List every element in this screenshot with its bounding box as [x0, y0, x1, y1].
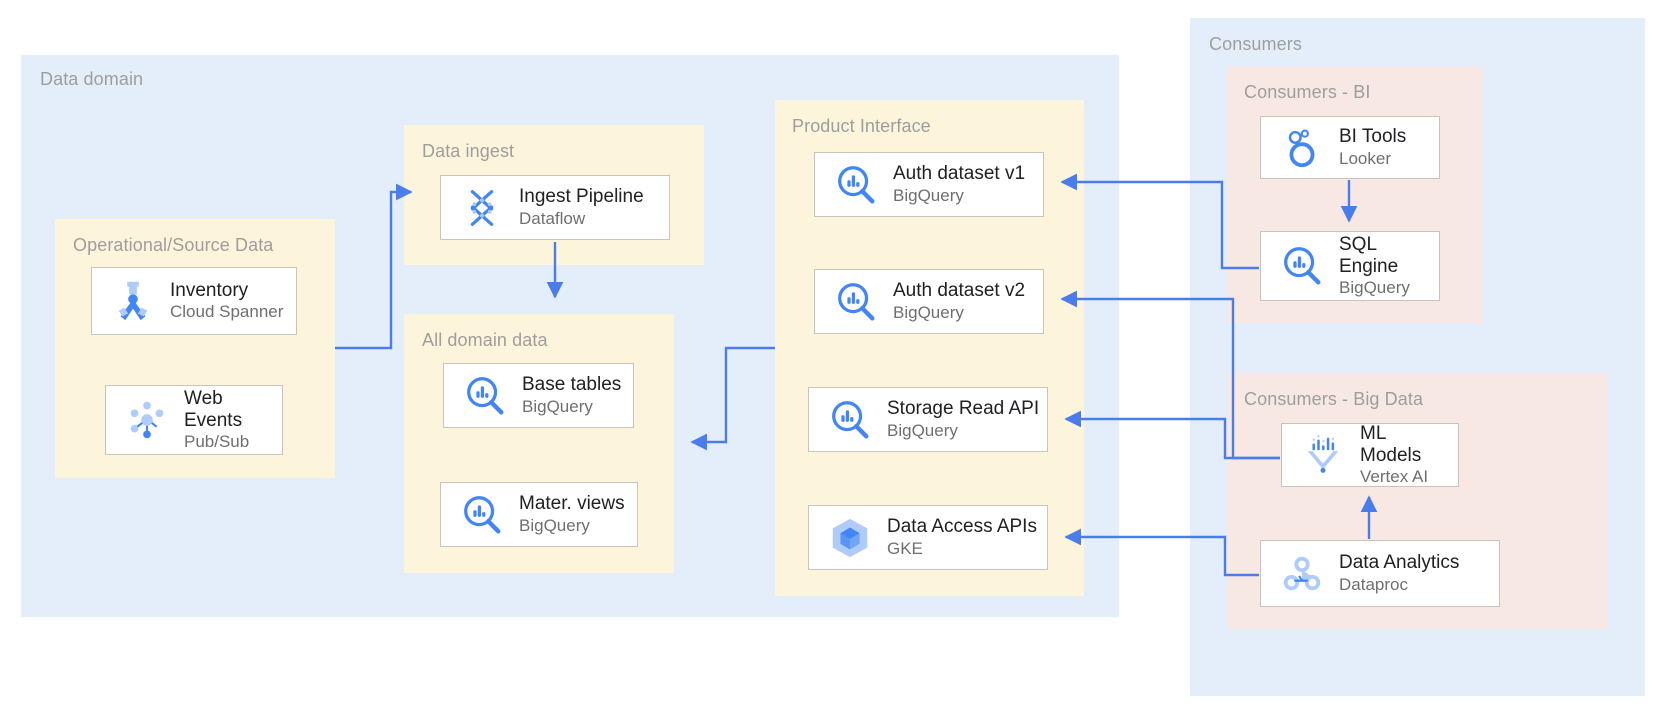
pubsub-icon — [120, 393, 174, 447]
node-web-events-text: Web Events Pub/Sub — [184, 388, 249, 453]
group-consumers-big-data-label: Consumers - Big Data — [1244, 389, 1424, 409]
group-operational-source-data-label: Operational/Source Data — [73, 235, 274, 255]
node-ml-models[interactable]: ML Models Vertex AI — [1281, 423, 1459, 487]
cloud-spanner-icon — [106, 274, 160, 328]
bigquery-icon — [1275, 239, 1329, 293]
gke-icon — [823, 511, 877, 565]
node-data-access-apis-sub: GKE — [887, 538, 923, 558]
node-auth-dataset-v2-title: Auth dataset v2 — [893, 280, 1026, 302]
node-inventory-title: Inventory — [170, 279, 249, 301]
group-all-domain-data-label: All domain data — [422, 330, 548, 350]
node-base-tables-text: Base tables BigQuery — [522, 374, 621, 416]
group-data-ingest-label: Data ingest — [422, 141, 515, 161]
bigquery-icon — [829, 158, 883, 212]
node-ingest-pipeline-text: Ingest Pipeline Dataflow — [519, 186, 644, 228]
node-web-events-sub: Pub/Sub — [184, 432, 250, 452]
node-storage-read-api-sub: BigQuery — [887, 420, 958, 440]
node-base-tables-sub: BigQuery — [522, 396, 593, 416]
node-bi-tools-title: BI Tools — [1339, 126, 1407, 148]
node-data-access-apis-title: Data Access APIs — [887, 516, 1037, 538]
node-ingest-pipeline[interactable]: Ingest Pipeline Dataflow — [440, 175, 670, 240]
node-auth-dataset-v1-text: Auth dataset v1 BigQuery — [893, 163, 1025, 205]
node-data-access-apis[interactable]: Data Access APIs GKE — [808, 505, 1048, 570]
node-ingest-pipeline-sub: Dataflow — [519, 208, 586, 228]
node-storage-read-api-title: Storage Read API — [887, 398, 1040, 420]
node-mater-views-sub: BigQuery — [519, 515, 590, 535]
node-ml-models-title: ML Models — [1360, 422, 1422, 466]
node-auth-dataset-v1-title: Auth dataset v1 — [893, 163, 1026, 185]
bigquery-icon — [823, 393, 877, 447]
vertex-ai-icon — [1296, 428, 1350, 482]
node-data-analytics[interactable]: Data Analytics Dataproc — [1260, 540, 1500, 607]
dataflow-icon — [455, 181, 509, 235]
bigquery-icon — [829, 275, 883, 329]
node-storage-read-api-text: Storage Read API BigQuery — [887, 398, 1039, 440]
node-bi-tools-text: BI Tools Looker — [1339, 126, 1406, 168]
node-ml-models-text: ML Models Vertex AI — [1360, 423, 1428, 488]
node-ml-models-sub: Vertex AI — [1360, 467, 1429, 487]
node-storage-read-api[interactable]: Storage Read API BigQuery — [808, 387, 1048, 452]
dataproc-icon — [1275, 547, 1329, 601]
node-inventory-sub: Cloud Spanner — [170, 302, 284, 322]
node-mater-views-text: Mater. views BigQuery — [519, 493, 625, 535]
node-inventory-text: Inventory Cloud Spanner — [170, 280, 283, 322]
node-data-analytics-sub: Dataproc — [1339, 574, 1408, 594]
node-mater-views[interactable]: Mater. views BigQuery — [440, 482, 638, 547]
node-base-tables-title: Base tables — [522, 374, 622, 396]
node-web-events[interactable]: Web Events Pub/Sub — [105, 385, 283, 455]
node-web-events-title: Web Events — [184, 387, 243, 431]
group-product-interface-label: Product Interface — [792, 116, 931, 136]
node-data-access-apis-text: Data Access APIs GKE — [887, 516, 1037, 558]
group-data-domain-label: Data domain — [40, 69, 144, 89]
node-ingest-pipeline-title: Ingest Pipeline — [519, 186, 644, 208]
node-inventory[interactable]: Inventory Cloud Spanner — [91, 267, 297, 335]
node-data-analytics-title: Data Analytics — [1339, 552, 1460, 574]
node-bi-tools-sub: Looker — [1339, 148, 1391, 168]
node-auth-dataset-v1-sub: BigQuery — [893, 185, 964, 205]
node-sql-engine-text: SQL Engine BigQuery — [1339, 234, 1410, 299]
node-sql-engine-sub: BigQuery — [1339, 278, 1410, 298]
group-consumers-label: Consumers — [1209, 34, 1302, 54]
node-base-tables[interactable]: Base tables BigQuery — [443, 363, 634, 428]
bigquery-icon — [458, 369, 512, 423]
node-sql-engine[interactable]: SQL Engine BigQuery — [1260, 231, 1440, 301]
node-auth-dataset-v1[interactable]: Auth dataset v1 BigQuery — [814, 152, 1044, 217]
node-auth-dataset-v2-text: Auth dataset v2 BigQuery — [893, 280, 1025, 322]
node-auth-dataset-v2[interactable]: Auth dataset v2 BigQuery — [814, 269, 1044, 334]
looker-icon — [1275, 121, 1329, 175]
group-consumers-bi-label: Consumers - BI — [1244, 82, 1371, 102]
node-sql-engine-title: SQL Engine — [1339, 233, 1399, 277]
node-mater-views-title: Mater. views — [519, 493, 625, 515]
node-bi-tools[interactable]: BI Tools Looker — [1260, 116, 1440, 179]
node-auth-dataset-v2-sub: BigQuery — [893, 302, 964, 322]
node-data-analytics-text: Data Analytics Dataproc — [1339, 552, 1459, 594]
bigquery-icon — [455, 488, 509, 542]
